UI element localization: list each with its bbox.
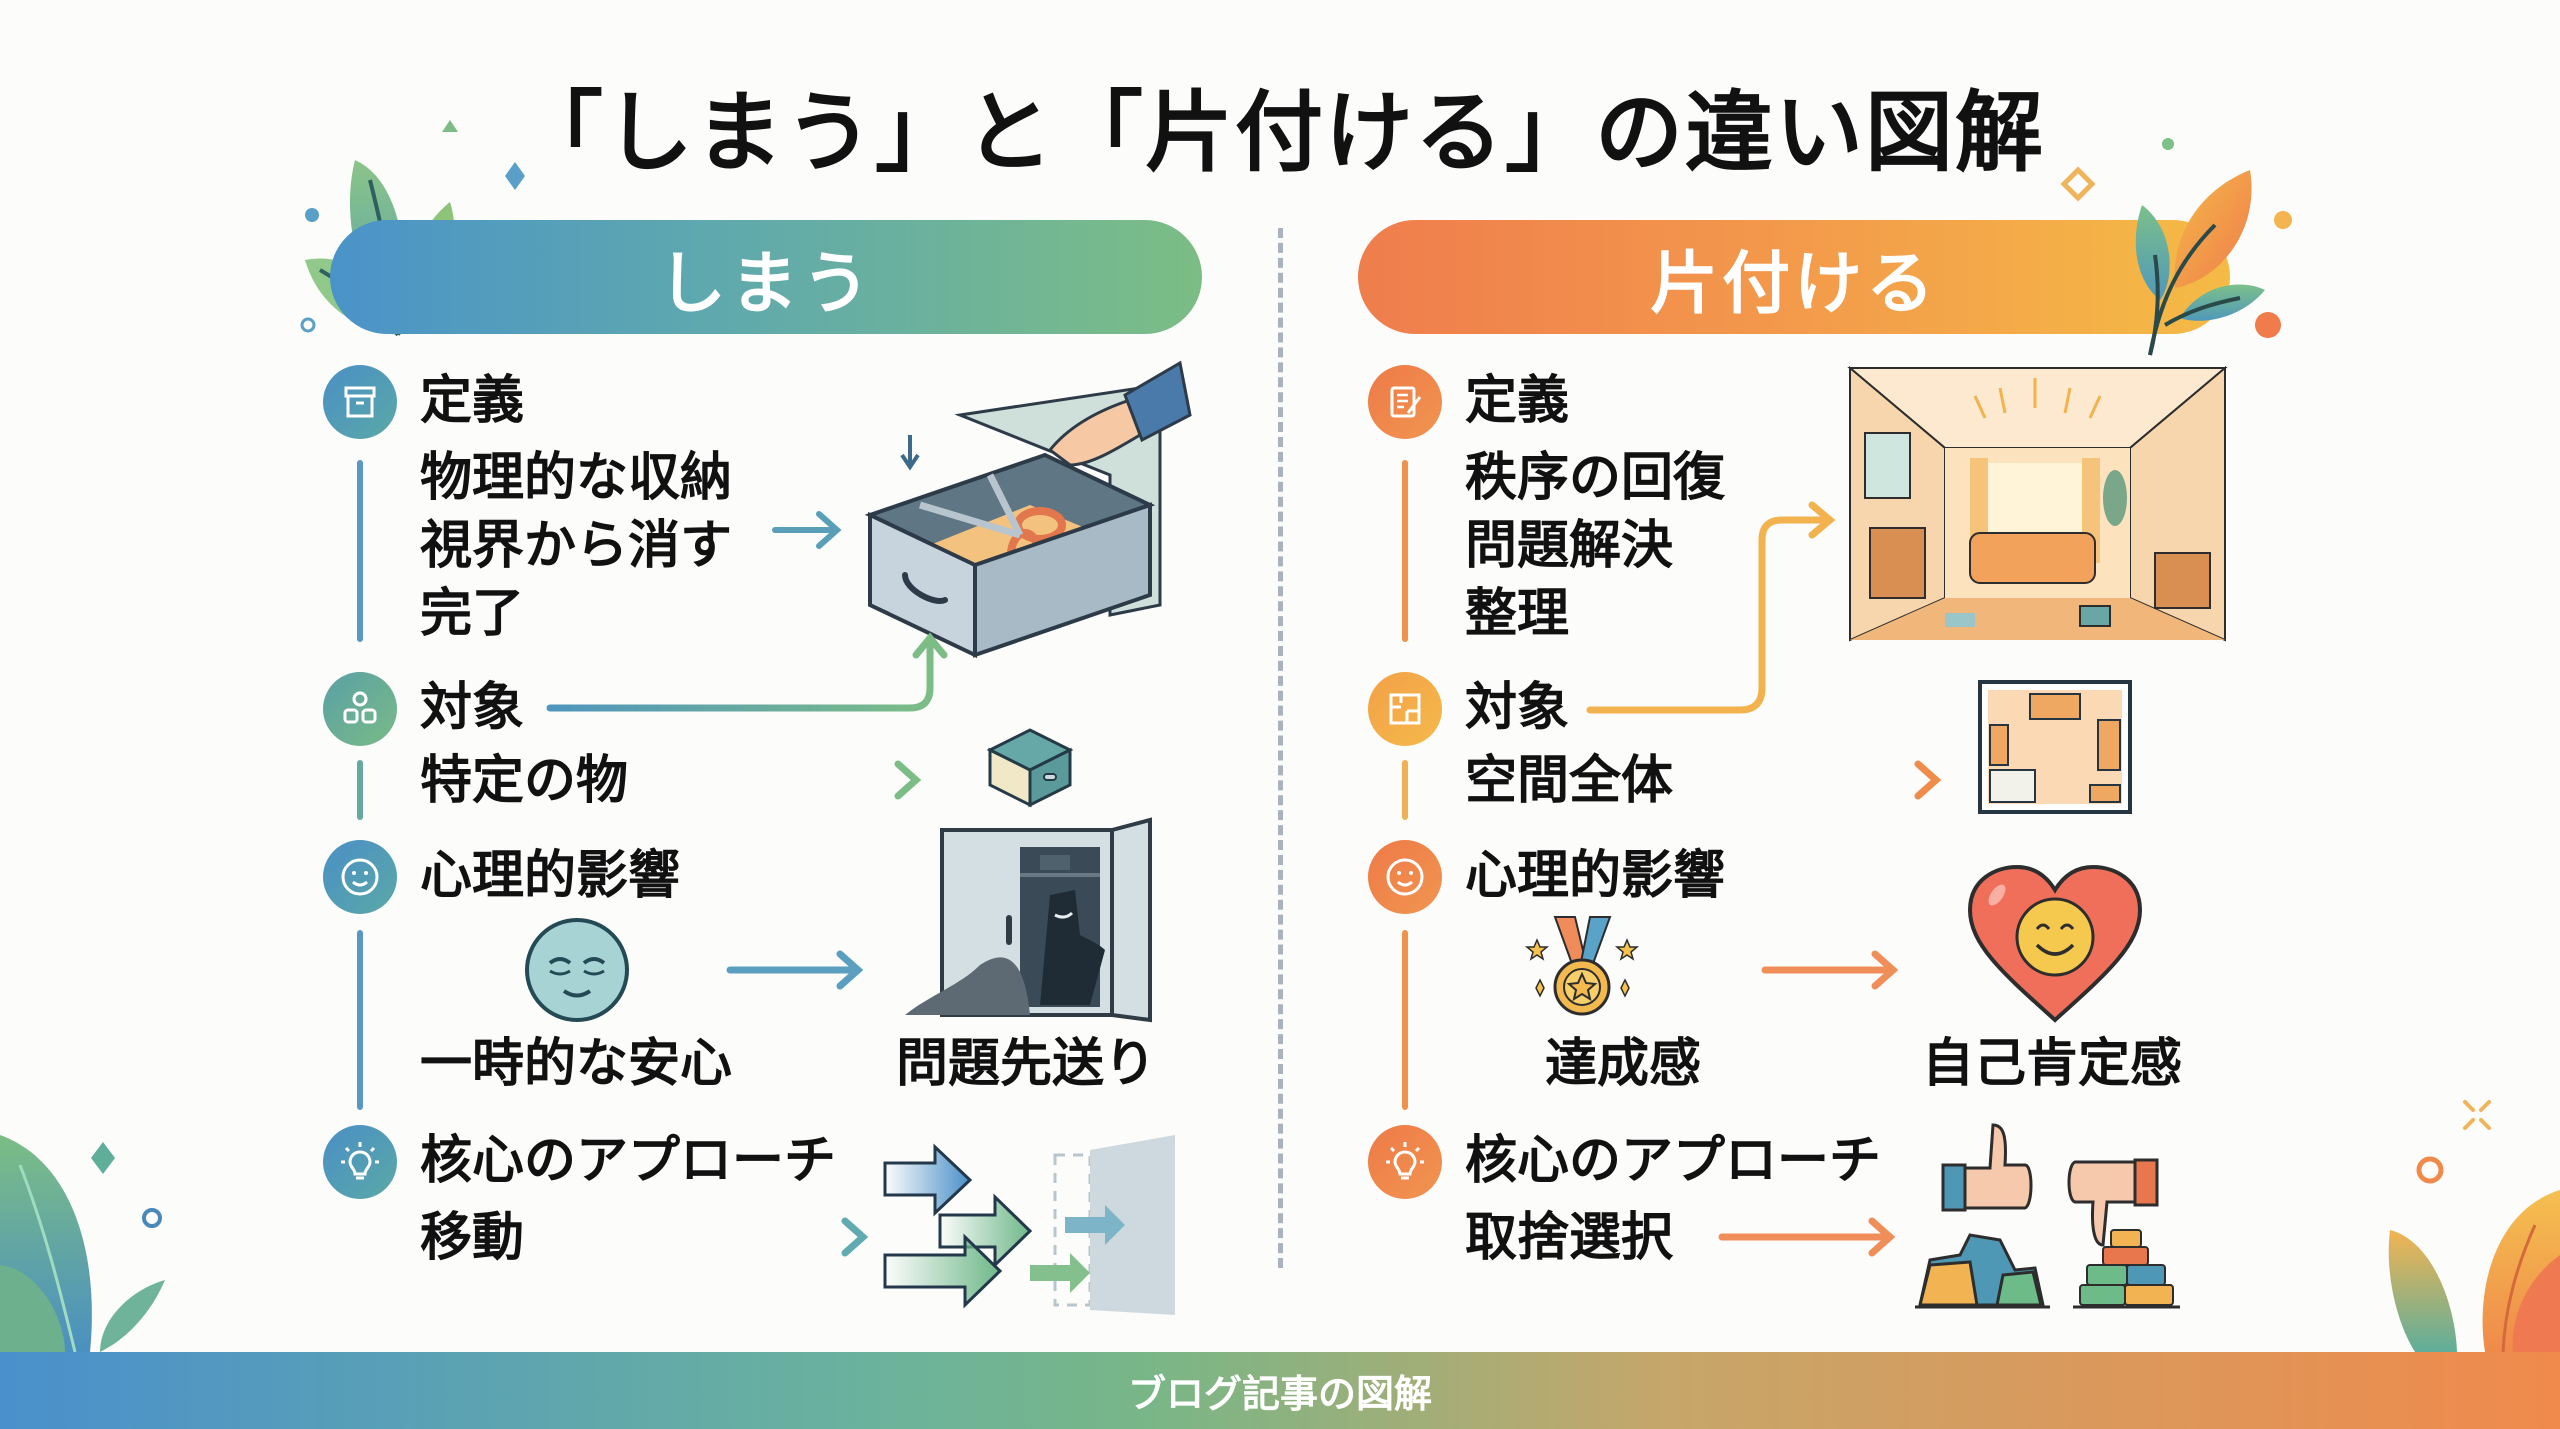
timeline-line: [357, 760, 363, 820]
sparkle-icon: [2463, 1100, 2491, 1130]
diamond-sparkle-icon: [91, 1142, 115, 1174]
medal-illustration: [1524, 916, 1640, 1016]
leaf-decoration-top-right: [2060, 138, 2292, 356]
arrow-right-icon: [1714, 760, 1942, 800]
psychology-to-label: 問題先送り: [896, 1034, 1157, 1094]
connector-arrow: [546, 632, 948, 712]
objects-icon: [323, 672, 397, 746]
heart-smile-illustration: [1967, 864, 2143, 1023]
definition-line: 整理: [1465, 584, 1570, 644]
page-title: 「しまう」と「片付ける」の違い図解: [514, 81, 2045, 184]
closet-with-monster-illustration: [905, 817, 1152, 1023]
small-box-illustration: [986, 728, 1074, 808]
living-room-illustration: [1847, 365, 2228, 642]
section-heading-definition: 定義: [1465, 371, 1570, 431]
definition-line: 視界から消す: [420, 516, 733, 576]
timeline-line: [1402, 930, 1408, 1110]
timeline-line: [357, 460, 363, 642]
arrow-right-icon: [726, 950, 864, 990]
psychology-from-label: 達成感: [1545, 1034, 1702, 1094]
drawer-with-scissors-illustration: [864, 360, 1192, 659]
shimau-header: しまう: [330, 220, 1202, 334]
dot-icon: [2274, 211, 2292, 229]
smile-icon: [323, 840, 397, 914]
definition-line: 問題解決: [1465, 516, 1674, 576]
psychology-from-label: 一時的な安心: [420, 1034, 733, 1094]
diamond-sparkle-icon: [2060, 166, 2096, 202]
section-heading-definition: 定義: [420, 371, 525, 431]
section-heading-approach: 核心のアプローチ: [420, 1131, 837, 1191]
katazukeru-header: 片付ける: [1358, 220, 2230, 334]
floor-plan-illustration: [1978, 680, 2132, 814]
ring-icon: [2416, 1156, 2444, 1184]
lightbulb-icon: [1368, 1125, 1442, 1199]
document-edit-icon: [1368, 365, 1442, 439]
target-line: 空間全体: [1465, 751, 1674, 811]
section-heading-approach: 核心のアプローチ: [1465, 1131, 1882, 1191]
relieved-face-illustration: [525, 918, 629, 1022]
arrow-right-icon: [772, 511, 842, 549]
thumbs-up-icon: [1941, 1123, 2033, 1212]
ring-icon: [300, 317, 316, 333]
dot-icon: [2255, 312, 2281, 338]
arrow-right-icon: [561, 1217, 869, 1257]
timeline-line: [1402, 760, 1408, 820]
footer-banner: ブログ記事の図解: [0, 1352, 2560, 1429]
section-heading-psychology: 心理的影響: [420, 846, 681, 906]
dot-icon: [2162, 138, 2174, 150]
approach-line: 移動: [420, 1208, 525, 1268]
timeline-line: [1402, 460, 1408, 642]
triangle-sparkle-icon: [442, 120, 458, 132]
moving-arrows-illustration: [883, 1135, 1175, 1315]
arrow-right-icon: [686, 760, 922, 800]
timeline-line: [357, 930, 363, 1110]
floor-plan-icon: [1368, 672, 1442, 746]
section-heading-psychology: 心理的影響: [1465, 846, 1726, 906]
leaf-decoration-bottom-left: [0, 1135, 165, 1353]
section-heading-target: 対象: [1465, 678, 1570, 738]
storage-box-icon: [323, 365, 397, 439]
thumbs-and-blocks-illustration: [1915, 1123, 2180, 1309]
smile-icon: [1368, 840, 1442, 914]
target-line: 特定の物: [420, 751, 629, 811]
dot-icon: [305, 208, 319, 222]
definition-line: 完了: [420, 584, 525, 644]
section-heading-target: 対象: [420, 678, 525, 738]
psychology-to-label: 自己肯定感: [1922, 1034, 2183, 1094]
connector-arrow: [1586, 501, 1836, 714]
diamond-sparkle-icon: [505, 162, 525, 190]
definition-line: 秩序の回復: [1465, 448, 1726, 508]
center-divider: [1278, 228, 1283, 1268]
thumbs-down-icon: [2067, 1158, 2159, 1247]
lightbulb-icon: [323, 1125, 397, 1199]
arrow-right-icon: [1761, 950, 1899, 990]
leaf-decoration-bottom-right: [2388, 1100, 2560, 1353]
ring-icon: [142, 1208, 162, 1228]
arrow-right-icon: [1718, 1217, 1896, 1257]
approach-line: 取捨選択: [1465, 1208, 1674, 1268]
definition-line: 物理的な収納: [420, 448, 733, 508]
